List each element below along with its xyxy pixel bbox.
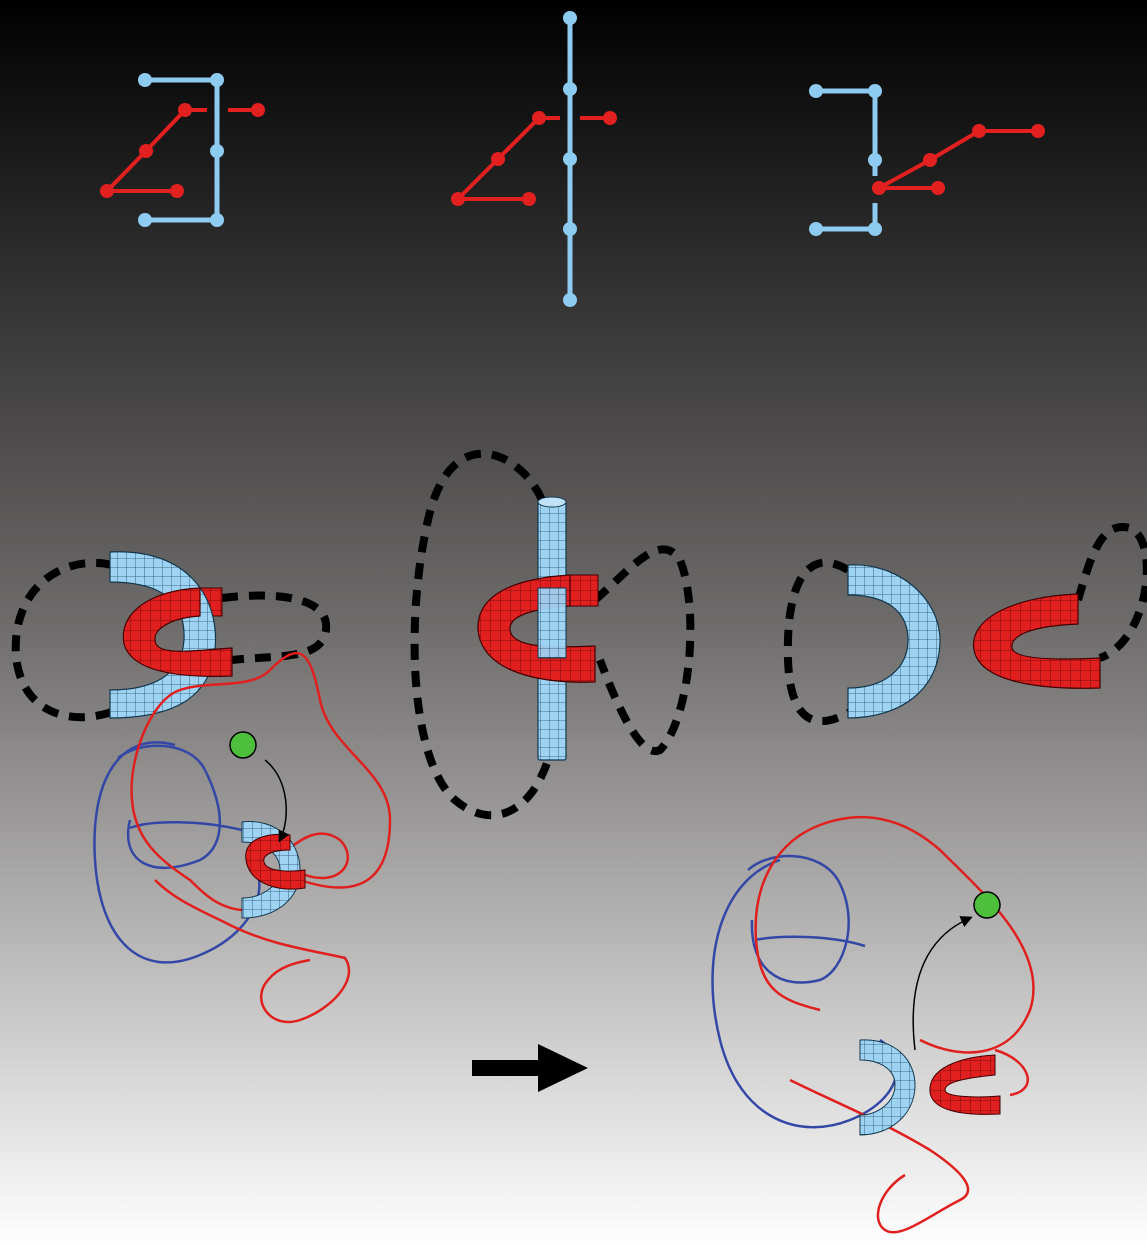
binding-arrow [264,759,290,843]
knot-after [711,815,1035,1234]
red-beads [872,124,1045,195]
ligand [229,731,257,759]
red-strand [754,815,1035,1054]
blue-tube [847,564,941,719]
red-tube [122,587,233,677]
blue-strand [754,935,866,948]
red-beads [451,111,617,206]
knot-before [93,651,392,1024]
blue-beads [138,73,224,227]
release-arrow [912,916,973,1051]
blue-tube [859,1039,916,1136]
dashed-loop-red [592,545,695,756]
red-beads [100,103,265,198]
blue-tube-front [537,587,567,659]
red-strand [994,1048,1029,1097]
transition-arrow [472,1044,588,1092]
red-tube [929,1054,1001,1115]
hooked-tubes [11,551,331,722]
ligand [973,891,1001,919]
blue-beads [809,84,882,236]
crossing-chain-left [100,73,265,227]
red-strand [130,651,392,912]
red-strand [289,832,350,880]
dashed-loop-red [221,591,331,664]
threaded-tube [410,449,695,820]
dashed-loop-blue [783,558,852,726]
crossing-chain-right [809,84,1045,236]
red-tube [973,593,1101,689]
red-strand [154,879,351,1024]
blue-strand [747,854,850,984]
blue-strand [711,858,898,1129]
separated-tubes [783,523,1147,726]
dashed-loop-blue [11,558,114,722]
blue-beads [563,11,577,307]
dashed-loop-red [1074,523,1147,662]
crossing-chain-middle [451,11,617,307]
dashed-loop-blue [410,449,552,820]
blue-strand [117,744,221,870]
red-tube-end [569,574,599,607]
